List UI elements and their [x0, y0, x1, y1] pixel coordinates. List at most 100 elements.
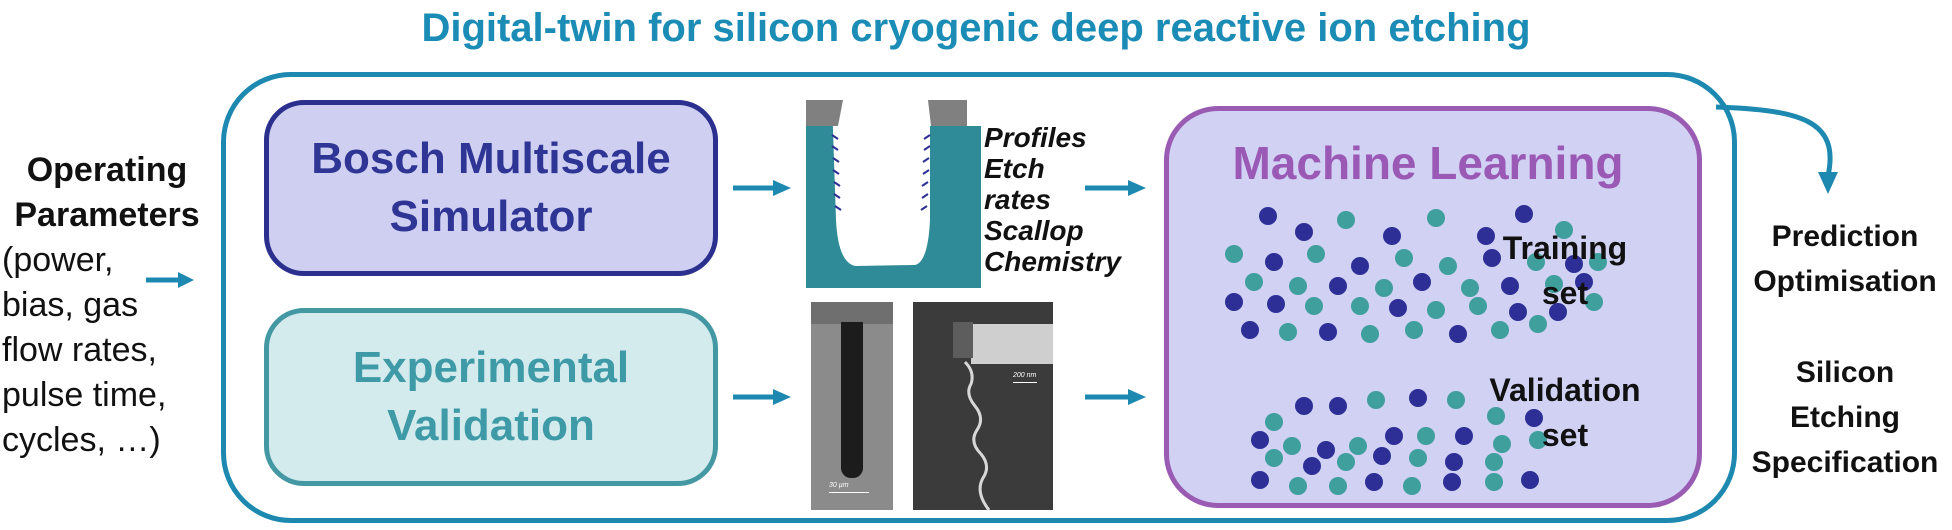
output-scallop: Scallop — [984, 215, 1084, 246]
machine-learning-title: Machine Learning — [1232, 137, 1624, 189]
bosch-line-1: Bosch Multiscale — [311, 134, 671, 183]
sem-image-trench: 30 µm — [811, 302, 893, 510]
data-point-dot — [1443, 473, 1461, 491]
data-point-dot — [1351, 257, 1369, 275]
data-point-dot — [1279, 323, 1297, 341]
data-point-dot — [1375, 279, 1393, 297]
specification-block: Silicon Etching Specification — [1740, 350, 1950, 485]
data-point-dot — [1251, 431, 1269, 449]
data-point-dot — [1527, 253, 1545, 271]
data-point-dot — [1337, 211, 1355, 229]
simulator-arrow — [733, 180, 791, 196]
data-point-dot — [1317, 441, 1335, 459]
training-label-2: set — [1541, 275, 1589, 311]
data-point-dot — [1403, 477, 1421, 495]
ml-dot-clouds — [1225, 205, 1607, 495]
data-point-dot — [1585, 293, 1603, 311]
outputs-arrow — [1085, 180, 1146, 196]
result-specification: Specification — [1751, 446, 1939, 479]
data-point-dot — [1549, 303, 1567, 321]
data-point-dot — [1283, 437, 1301, 455]
data-point-dot — [1225, 293, 1243, 311]
data-point-dot — [1241, 321, 1259, 339]
data-point-dot — [1483, 249, 1501, 267]
validation-set-label: Validation set — [1480, 368, 1650, 458]
bosch-simulator-box: Bosch Multiscale Simulator — [264, 100, 718, 276]
data-point-dot — [1409, 449, 1427, 467]
data-point-dot — [1529, 431, 1547, 449]
bosch-line-2: Simulator — [389, 192, 593, 241]
sidewall-curve — [963, 360, 991, 510]
data-point-dot — [1351, 297, 1369, 315]
inputs-line-1: (power, — [2, 241, 114, 279]
output-etch: Etch — [984, 153, 1045, 184]
operating-parameters: Operating Parameters (power, bias, gas f… — [2, 148, 212, 463]
data-point-dot — [1447, 391, 1465, 409]
output-chemistry: Chemistry — [984, 246, 1121, 277]
sem-scale-2: 200 nm — [1013, 372, 1037, 379]
inputs-line-3: flow rates, — [2, 331, 157, 369]
data-point-dot — [1565, 255, 1583, 273]
data-point-dot — [1349, 437, 1367, 455]
data-point-dot — [1427, 301, 1445, 319]
training-set-label: Training set — [1490, 226, 1640, 316]
data-point-dot — [1555, 221, 1573, 239]
data-point-dot — [1589, 253, 1607, 271]
data-point-dot — [1265, 449, 1283, 467]
data-point-dot — [1477, 227, 1495, 245]
data-point-dot — [1501, 277, 1519, 295]
data-point-dot — [1485, 473, 1503, 491]
sem-image-sidewall: 200 nm — [913, 302, 1053, 510]
inputs-heading-1: Operating — [26, 151, 188, 189]
exper-line-1: Experimental — [352, 343, 630, 392]
data-point-dot — [1455, 427, 1473, 445]
data-point-dot — [1545, 275, 1563, 293]
data-point-dot — [1413, 273, 1431, 291]
data-point-dot — [1337, 453, 1355, 471]
data-point-dot — [1521, 471, 1539, 489]
sem-arrow — [1085, 389, 1146, 405]
results-curved-arrow — [1715, 104, 1838, 194]
data-point-dot — [1383, 227, 1401, 245]
output-profiles: Profiles — [984, 122, 1087, 153]
data-point-dot — [1515, 205, 1533, 223]
inputs-line-5: cycles, …) — [2, 421, 161, 459]
data-point-dot — [1303, 457, 1321, 475]
data-point-dot — [1395, 249, 1413, 267]
data-point-dot — [1289, 477, 1307, 495]
inputs-line-2: bias, gas — [2, 286, 139, 324]
data-point-dot — [1389, 299, 1407, 317]
data-point-dot — [1265, 253, 1283, 271]
result-silicon: Silicon — [1795, 356, 1895, 389]
training-label-1: Training — [1502, 230, 1628, 266]
inputs-line-4: pulse time, — [2, 376, 167, 414]
experiment-arrow — [733, 389, 791, 405]
data-point-dot — [1295, 223, 1313, 241]
data-point-dot — [1525, 409, 1543, 427]
etch-profile-illustration — [806, 100, 981, 288]
data-point-dot — [1575, 273, 1593, 291]
data-point-dot — [1305, 297, 1323, 315]
data-point-dot — [1245, 273, 1263, 291]
data-point-dot — [1267, 295, 1285, 313]
data-point-dot — [1409, 389, 1427, 407]
data-point-dot — [1427, 209, 1445, 227]
input-arrow — [146, 272, 194, 288]
data-point-dot — [1417, 427, 1435, 445]
data-point-dot — [1529, 315, 1547, 333]
validation-label-1: Validation — [1489, 372, 1641, 408]
exper-line-2: Validation — [387, 401, 595, 450]
diagram-title: Digital-twin for silicon cryogenic deep … — [421, 6, 1531, 50]
digital-twin-frame — [221, 72, 1737, 523]
data-point-dot — [1329, 477, 1347, 495]
data-point-dot — [1491, 321, 1509, 339]
inputs-heading-2: Parameters — [14, 196, 200, 234]
data-point-dot — [1487, 407, 1505, 425]
data-point-dot — [1361, 325, 1379, 343]
data-point-dot — [1365, 473, 1383, 491]
data-point-dot — [1367, 391, 1385, 409]
data-point-dot — [1405, 321, 1423, 339]
prediction-block: Prediction Optimisation — [1740, 214, 1950, 304]
data-point-dot — [1289, 277, 1307, 295]
data-point-dot — [1385, 427, 1403, 445]
